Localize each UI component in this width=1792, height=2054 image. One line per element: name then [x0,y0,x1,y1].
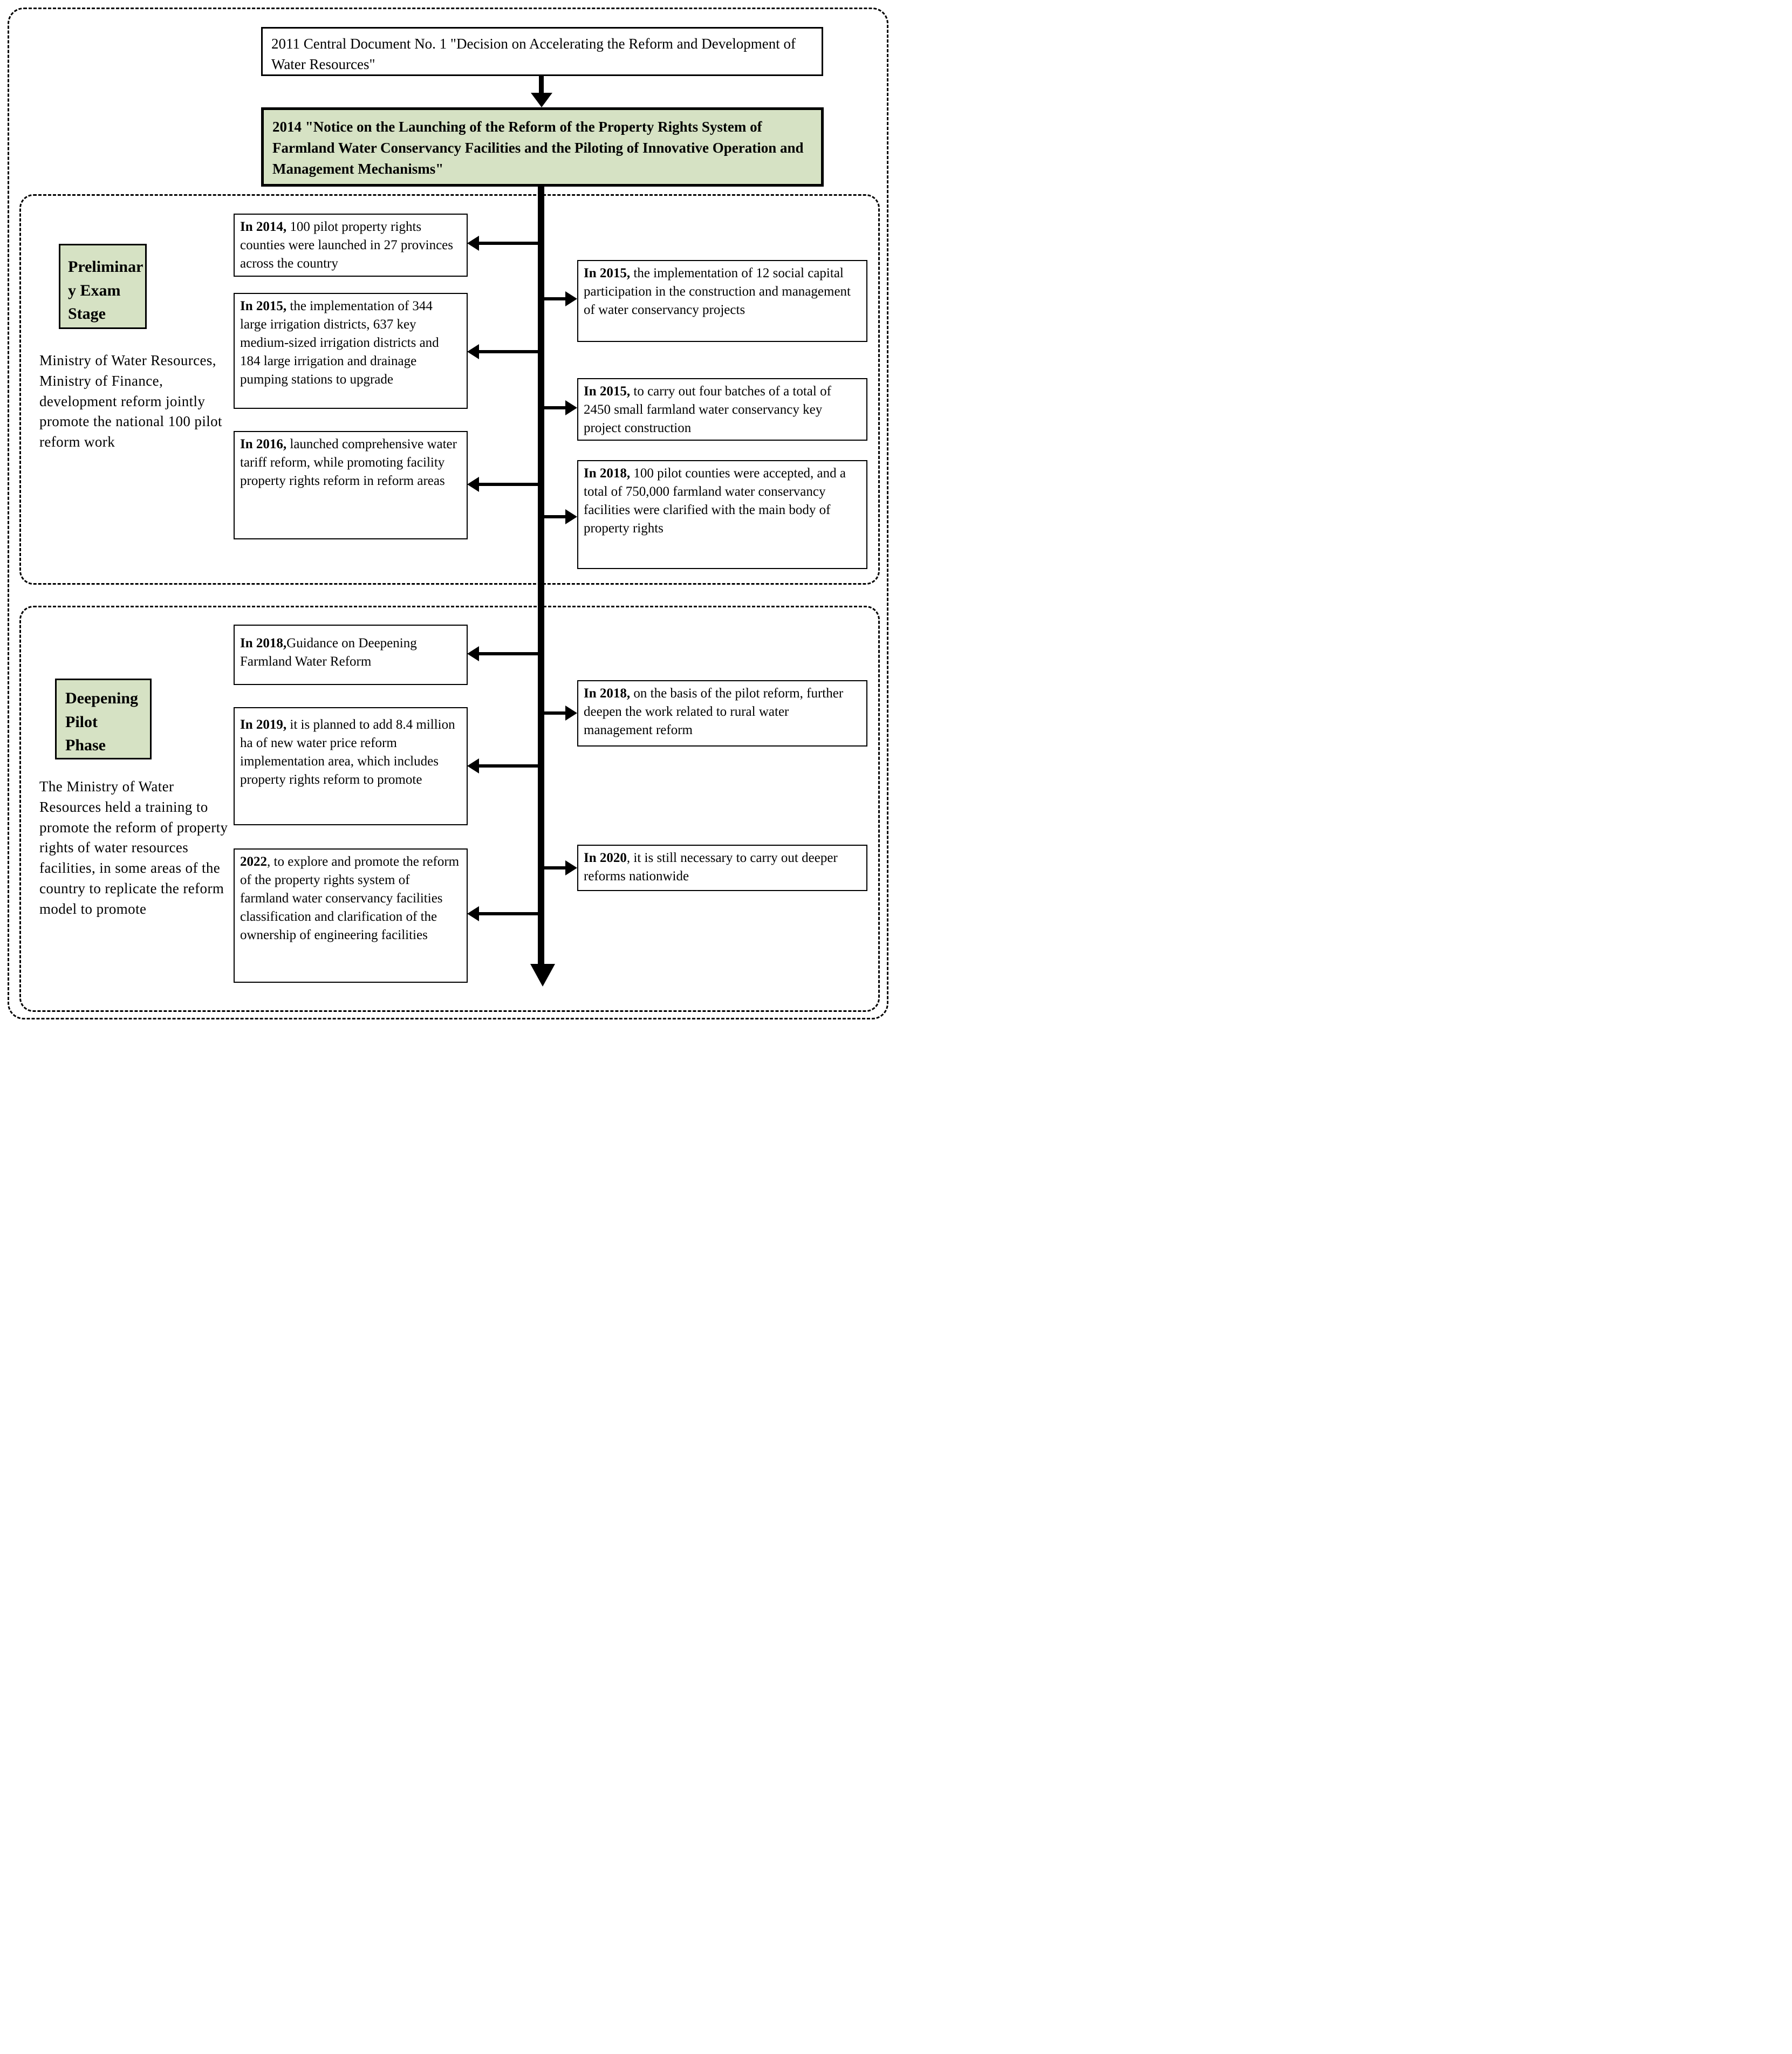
event-text: , it is still necessary to carry out dee… [584,851,838,884]
connector-arrow-left-2014-icon [467,236,538,251]
event-2018-deepen-rural-water: In 2018, on the basis of the pilot refor… [577,680,867,747]
event-2018-counties-accepted: In 2018, 100 pilot counties were accepte… [577,460,867,569]
stage1-dashed-border [19,194,880,585]
event-2014-pilot-counties: In 2014, 100 pilot property rights count… [234,214,468,277]
connector-arrow-right-2018b-icon [544,706,577,721]
connector-arrow-left-2016-icon [467,477,538,492]
connector-arrow-right-2020-icon [544,860,577,875]
timeline-spine [538,187,544,964]
connector-arrow-right-2018-icon [544,509,577,524]
event-year: In 2019, [240,717,287,732]
event-text: to carry out four batches of a total of … [584,384,831,435]
stage2-label-line2: Pilot [65,713,98,731]
event-text: the implementation of 12 social capital … [584,266,851,317]
arrow-top-to-notice-head-icon [531,93,552,107]
event-year: In 2015, [240,299,287,313]
event-year: In 2016, [240,437,287,451]
event-year: In 2014, [240,220,287,234]
connector-arrow-right-2015b-icon [544,400,577,415]
event-text: launched comprehensive water tariff refo… [240,437,457,488]
connector-arrow-left-2022-icon [467,906,538,921]
timeline-arrow-down-icon [530,964,555,987]
document-2011-box: 2011 Central Document No. 1 "Decision on… [261,27,823,76]
connector-arrow-right-2015a-icon [544,291,577,306]
notice-2014-box: 2014 "Notice on the Launching of the Ref… [261,107,824,187]
event-year: 2022 [240,854,267,869]
event-2019-water-price-area: In 2019, it is planned to add 8.4 millio… [234,707,468,825]
event-year: In 2020 [584,851,627,865]
event-text: 100 pilot counties were accepted, and a … [584,466,846,536]
stage2-label-line3: Phase [65,736,106,754]
stage1-label-box: Preliminar y Exam Stage [59,244,147,329]
event-text: Guidance on Deepening Farmland Water Ref… [240,636,417,669]
event-year: In 2018, [584,466,631,481]
outer-dashed-border [8,8,888,1019]
stage2-label-line1: Deepening [65,689,138,707]
document-2011-text: 2011 Central Document No. 1 "Decision on… [271,36,796,72]
arrow-top-to-notice-shaft [539,76,544,94]
event-text: on the basis of the pilot reform, furthe… [584,686,844,737]
stage2-label-box: Deepening Pilot Phase [55,679,152,759]
connector-arrow-left-2019-icon [467,758,538,773]
event-year: In 2018, [240,636,287,651]
event-2016-water-tariff-reform: In 2016, launched comprehensive water ta… [234,431,468,539]
event-2015-four-batches: In 2015, to carry out four batches of a … [577,378,867,441]
stage2-dashed-border [19,606,880,1012]
event-year: In 2015, [584,384,631,399]
event-text: , to explore and promote the reform of t… [240,854,460,942]
stage1-label-line2: y Exam [68,281,121,299]
stage2-description: The Ministry of Water Resources held a t… [39,778,228,917]
event-text: the implementation of 344 large irrigati… [240,299,439,387]
event-2018-guidance: In 2018,Guidance on Deepening Farmland W… [234,625,468,685]
stage1-label-line3: Stage [68,305,106,323]
event-2015-irrigation-upgrade: In 2015, the implementation of 344 large… [234,293,468,409]
connector-arrow-left-2015-icon [467,344,538,359]
event-2020-deeper-reforms: In 2020, it is still necessary to carry … [577,845,867,891]
notice-2014-text: 2014 "Notice on the Launching of the Ref… [272,119,804,177]
event-text: it is planned to add 8.4 million ha of n… [240,717,455,787]
event-year: In 2018, [584,686,631,701]
event-2022-classification: 2022, to explore and promote the reform … [234,848,468,983]
event-text: 100 pilot property rights counties were … [240,220,454,271]
event-year: In 2015, [584,266,631,280]
event-2015-social-capital: In 2015, the implementation of 12 social… [577,260,867,342]
stage1-label-line1: Preliminar [68,258,143,276]
stage1-description: Ministry of Water Resources, Ministry of… [39,352,222,450]
timeline-diagram: { "colors": { "stage_box_fill": "#d6e2c4… [0,0,896,1027]
connector-arrow-left-2018-icon [467,646,538,661]
